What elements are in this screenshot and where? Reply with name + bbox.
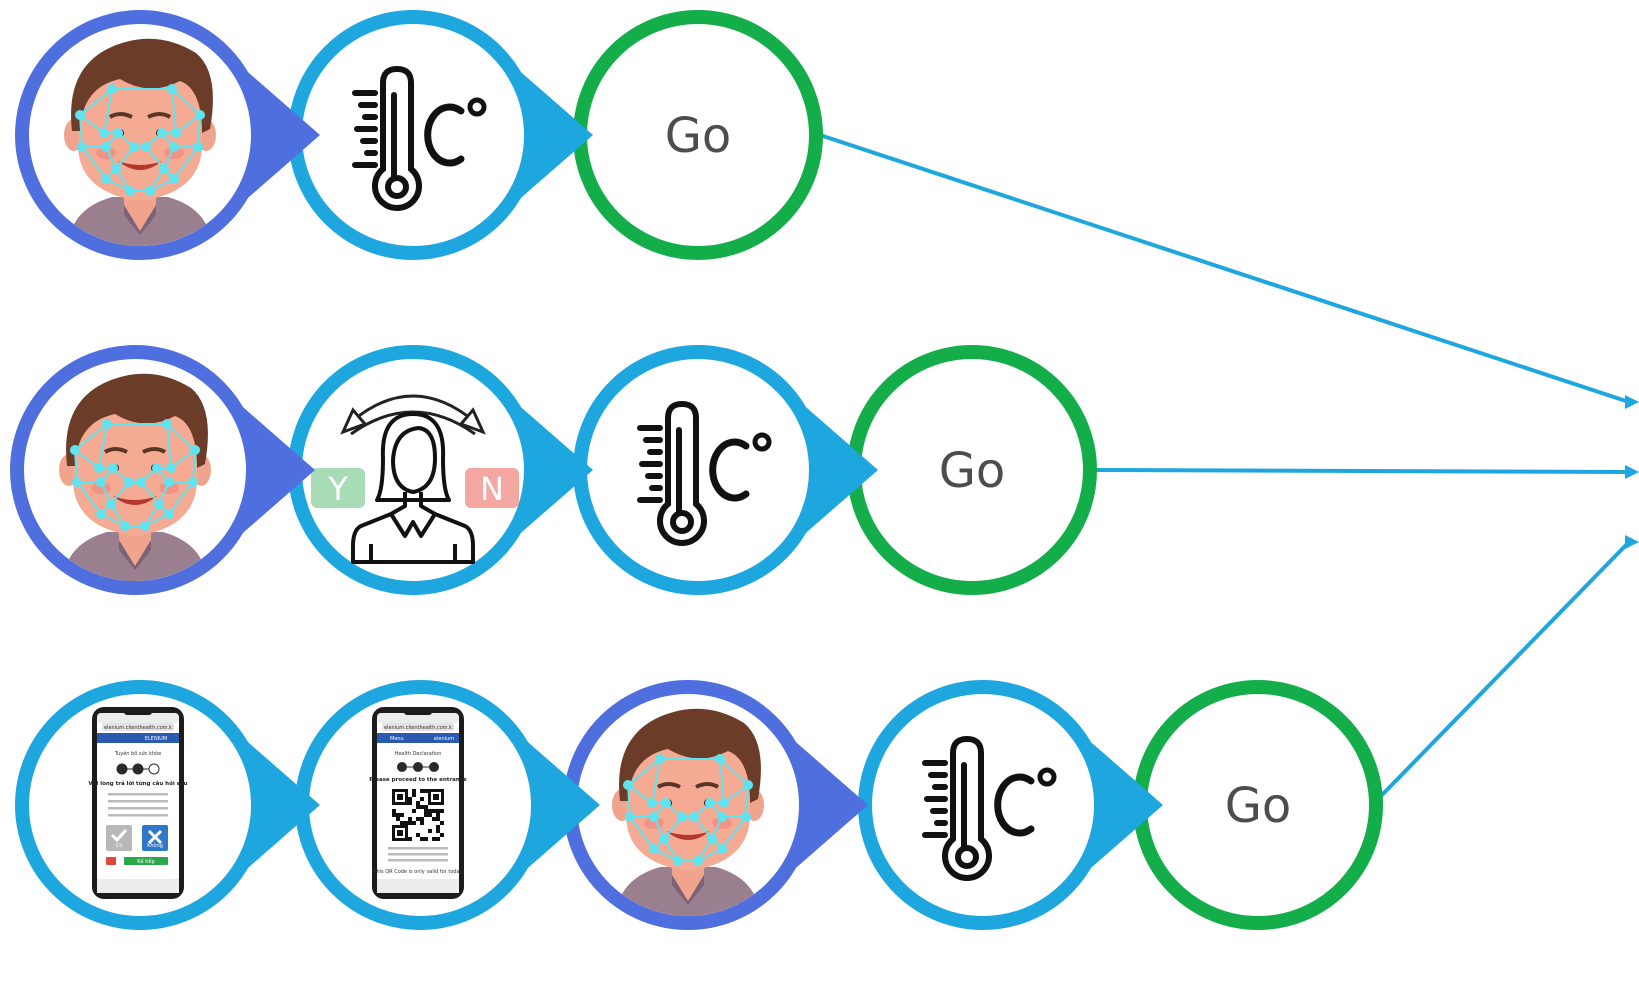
- step-face: [15, 10, 320, 260]
- phone-brand-text: elenium: [434, 736, 454, 742]
- arrow-head-icon: [1625, 465, 1639, 479]
- step-temperature: [573, 345, 878, 595]
- step-go: Go: [573, 10, 823, 260]
- face-scan-icon: [57, 371, 213, 581]
- step-go: Go: [847, 345, 1097, 595]
- phone-menu-text: Menu: [390, 736, 404, 742]
- phone-brand-text: ELENIUM: [145, 736, 167, 742]
- step-go: Go: [1133, 680, 1383, 930]
- face-scan-icon: [62, 36, 218, 246]
- phone-question-text: Vui lòng trả lời từng câu hỏi sau: [88, 780, 187, 787]
- phone-url-text: elenium.clienthealth.com.k: [104, 725, 172, 731]
- connector-line: [1093, 468, 1630, 474]
- no-box: [465, 468, 519, 508]
- connector-line: [1378, 540, 1631, 799]
- arrow-head-icon: [1625, 395, 1639, 409]
- go-label: Go: [939, 443, 1006, 499]
- go-label: Go: [665, 108, 732, 164]
- step-temperature: [858, 680, 1163, 930]
- arrow-head-icon: [1625, 535, 1639, 549]
- phone-instruction-text: Please proceed to the entrance: [369, 777, 467, 783]
- qr-code-icon: [392, 789, 444, 841]
- flow-row-1: Go: [15, 10, 823, 260]
- phone-note-text: This QR Code is only valid for today: [372, 869, 462, 875]
- phone-next-button-text: Kế tiếp: [137, 858, 155, 865]
- face-scan-icon: [610, 706, 766, 916]
- no-label: N: [480, 470, 504, 508]
- connector-group: [819, 133, 1639, 799]
- phone-yes-button-text: Có: [116, 842, 123, 849]
- connector-line: [819, 133, 1630, 404]
- phone-title-text: Tuyên bố sức khỏe: [114, 750, 161, 757]
- step-face: [563, 680, 868, 930]
- phone-title-text: Health Declaration: [395, 751, 442, 757]
- phone-url-text: elenium.clienthealth.com.k: [384, 725, 452, 731]
- yes-box: [311, 468, 365, 508]
- phone-no-button-text: Không: [147, 842, 163, 849]
- yes-label: Y: [327, 470, 348, 508]
- step-face: [10, 345, 315, 595]
- step-temperature: [288, 10, 593, 260]
- go-label: Go: [1225, 778, 1292, 834]
